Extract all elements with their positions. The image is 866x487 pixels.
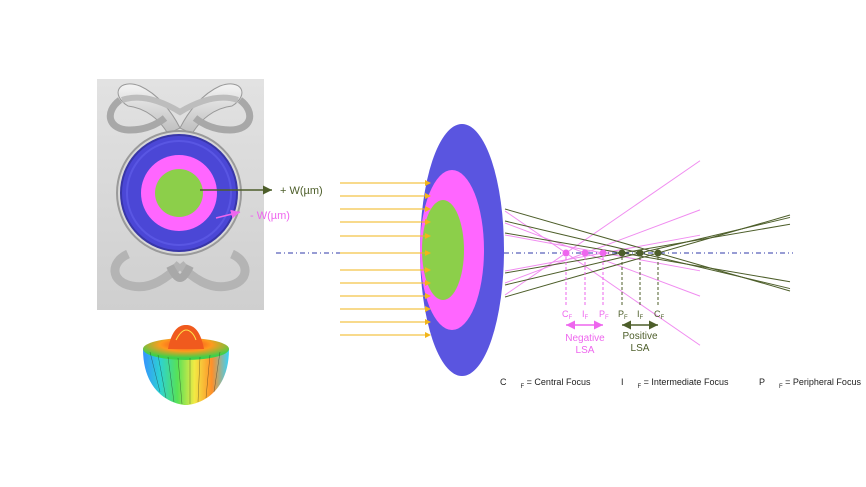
neg-cf-label: CF [562,309,573,321]
lens-photo-icon [97,79,264,310]
negative-focal-points [562,249,607,257]
positive-lsa-label-1: Positive [622,331,657,342]
negative-lsa-ray [504,209,701,284]
negative-lsa-label-1: Negative [565,333,605,344]
negative-lsa-label-2: LSA [576,345,595,356]
pos-cf-label: CF [654,309,665,321]
positive-lsa-ray [504,232,791,283]
positive-lsa-ray [504,220,791,290]
wavefront-3d-icon [143,325,229,405]
green-zone [155,169,203,217]
positive-lsa-ray [504,216,791,286]
pos-if-label: IF [637,309,644,321]
minus-w-label: - W(µm) [250,210,290,222]
lens-green-zone [422,200,464,300]
positive-focal-points [618,249,662,257]
neg-pf-label: PF [599,309,609,321]
neg-if-label: IF [582,309,589,321]
plus-w-label: + W(µm) [280,185,323,197]
incoming-rays [340,180,431,338]
pos-pf-label: PF [618,309,628,321]
positive-lsa-label-2: LSA [631,343,650,354]
positive-lsa-rays [504,208,791,298]
positive-lsa-ray [504,223,791,274]
minus-w-arrow [215,209,241,219]
negative-lsa-ray [504,160,701,296]
